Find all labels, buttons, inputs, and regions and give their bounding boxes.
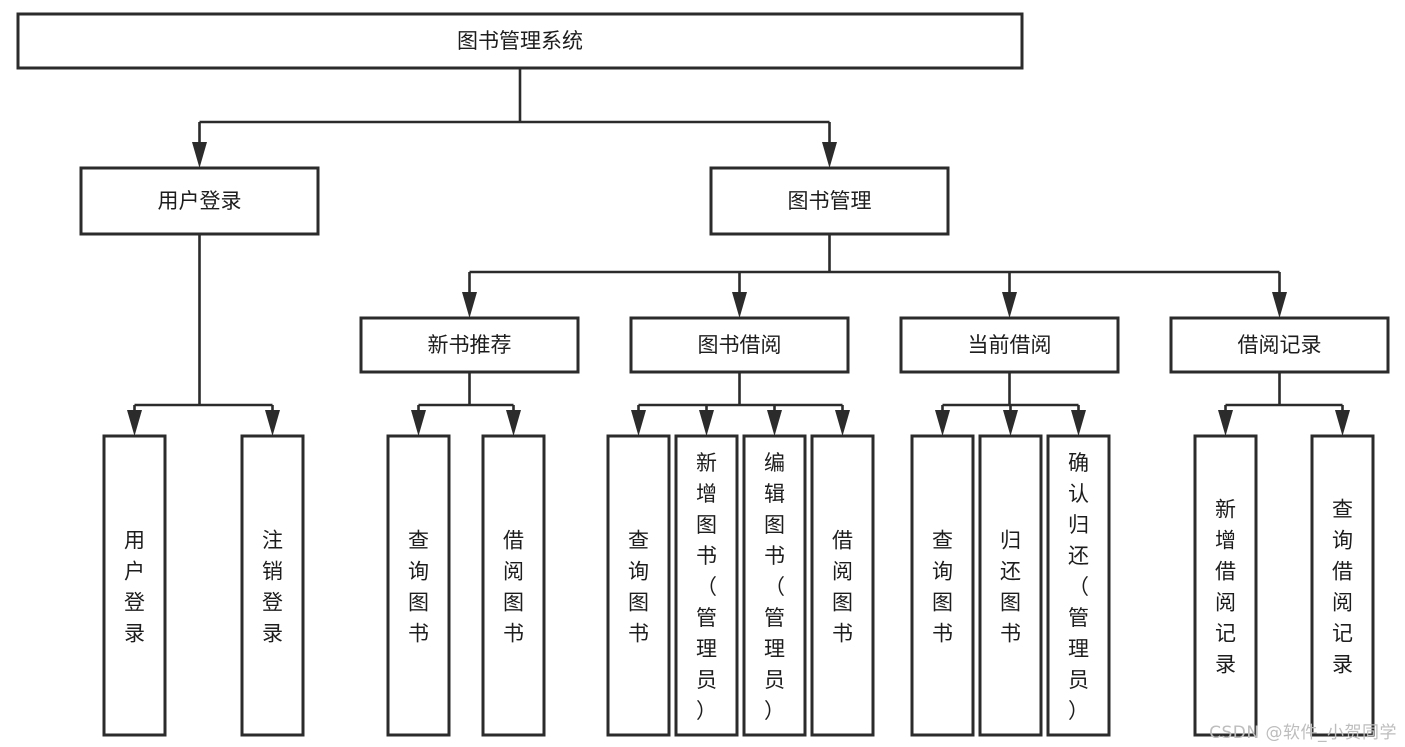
connector-group [127,234,280,436]
node-label: 借阅记录 [1238,333,1322,357]
nodes-layer: 图书管理系统用户登录图书管理新书推荐图书借阅当前借阅借阅记录用户登录注销登录查询… [16,12,1390,737]
node-label: 借阅图书 [503,529,524,646]
node-box[interactable] [79,166,320,236]
node-box[interactable] [1310,434,1375,737]
node-box[interactable] [674,434,739,737]
watermark-text: CSDN @软件_小贺同学 [1209,723,1397,743]
node-label: 用户登录 [158,189,242,213]
node-leaf-user-login[interactable]: 用户登录 [102,434,167,737]
node-box[interactable] [899,316,1120,374]
node-box[interactable] [386,434,451,737]
connector-group [411,372,521,436]
node-leaf-logout[interactable]: 注销登录 [240,434,305,737]
node-borrow[interactable]: 图书借阅 [629,316,850,374]
node-box[interactable] [481,434,546,737]
node-label: 当前借阅 [968,333,1052,357]
node-box[interactable] [1169,316,1390,374]
node-box[interactable] [810,434,875,737]
node-box[interactable] [910,434,975,737]
node-label: 用户登录 [124,529,145,646]
connector-group [1218,372,1350,436]
node-leaf-query-book-1[interactable]: 查询图书 [386,434,451,737]
node-box[interactable] [629,316,850,374]
node-box[interactable] [1193,434,1258,737]
node-box[interactable] [102,434,167,737]
node-leaf-confirm-return[interactable]: 确认归还（管理员） [1046,434,1111,737]
node-box[interactable] [606,434,671,737]
node-label: 归还图书 [1000,529,1021,646]
node-label: 图书管理 [788,189,872,213]
node-box[interactable] [1046,434,1111,737]
node-label: 查询图书 [408,529,429,646]
connectors-layer [127,68,1350,436]
node-label: 新书推荐 [428,333,512,357]
node-label: 图书管理系统 [457,29,583,53]
node-leaf-borrow-book-1[interactable]: 借阅图书 [481,434,546,737]
node-records[interactable]: 借阅记录 [1169,316,1390,374]
node-box[interactable] [978,434,1043,737]
node-leaf-add-record[interactable]: 新增借阅记录 [1193,434,1258,737]
node-label: 新增图书（管理员） [696,451,717,723]
node-leaf-query-record[interactable]: 查询借阅记录 [1310,434,1375,737]
node-box[interactable] [742,434,807,737]
connector-group [935,372,1086,436]
node-leaf-return-book[interactable]: 归还图书 [978,434,1043,737]
node-box[interactable] [16,12,1024,70]
node-leaf-query-book-2[interactable]: 查询图书 [606,434,671,737]
node-label: 借阅图书 [832,529,853,646]
node-label: 确认归还（管理员） [1068,451,1089,723]
node-current[interactable]: 当前借阅 [899,316,1120,374]
node-leaf-borrow-book-2[interactable]: 借阅图书 [810,434,875,737]
connector-group [462,234,1287,318]
node-bookmgmt[interactable]: 图书管理 [709,166,950,236]
node-label: 查询图书 [932,529,953,646]
node-label: 查询图书 [628,529,649,646]
node-box[interactable] [359,316,580,374]
node-leaf-edit-book[interactable]: 编辑图书（管理员） [742,434,807,737]
node-label: 图书借阅 [698,333,782,357]
node-root[interactable]: 图书管理系统 [16,12,1024,70]
connector-group [192,68,837,168]
connector-group [631,372,850,436]
node-box[interactable] [240,434,305,737]
node-label: 查询借阅记录 [1332,498,1353,677]
node-newbook[interactable]: 新书推荐 [359,316,580,374]
node-leaf-query-book-3[interactable]: 查询图书 [910,434,975,737]
node-leaf-add-book[interactable]: 新增图书（管理员） [674,434,739,737]
node-label: 注销登录 [262,529,283,646]
node-box[interactable] [709,166,950,236]
node-label: 新增借阅记录 [1215,498,1236,677]
node-login[interactable]: 用户登录 [79,166,320,236]
node-label: 编辑图书（管理员） [764,451,785,723]
